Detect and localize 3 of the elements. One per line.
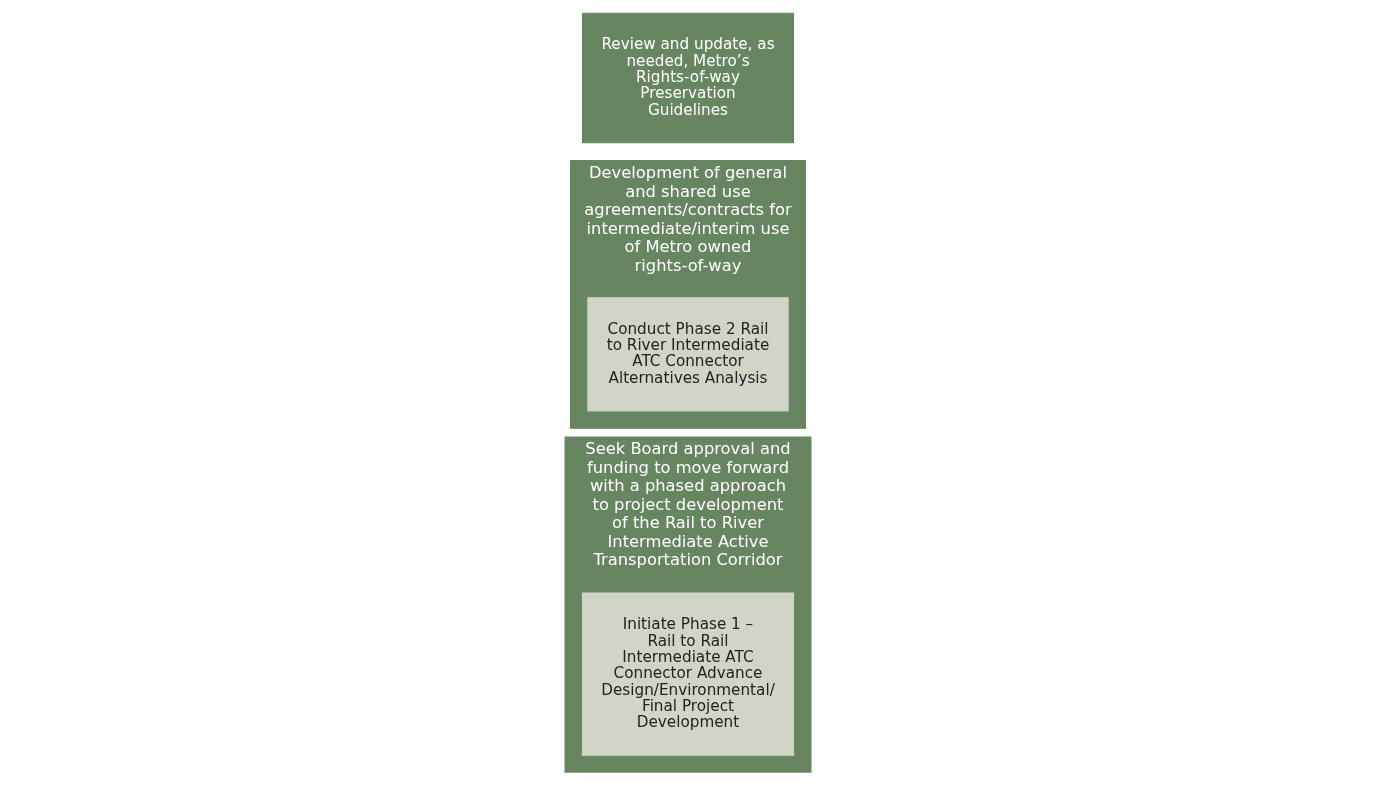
node-box: Review and update, as needed, Metro’s Rights-of-way Preservation Guidelines [581, 12, 795, 144]
node-box: Initiate Phase 1 – Rail to Rail Intermediate ATC Connector Advance Design/Environmental/ Final Project Development [581, 592, 795, 756]
node-box: Conduct Phase 2 Rail to River Intermediate ATC Connector Alternatives Analysis [587, 297, 789, 412]
